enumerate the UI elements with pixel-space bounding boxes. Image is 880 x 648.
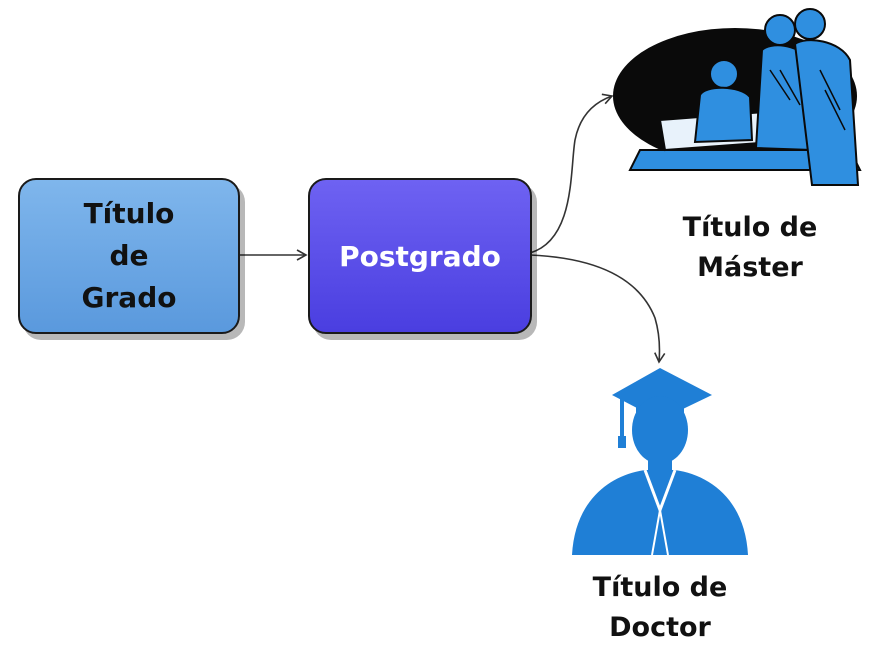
node-postgrado: Postgrado — [308, 178, 532, 334]
arrow-postgrado-to-master — [529, 93, 614, 254]
students-studying-icon — [613, 8, 862, 186]
node-titulo-de-grado: Título de Grado — [18, 178, 240, 334]
node-postgrado-label: Postgrado — [339, 239, 501, 273]
label-titulo-de-doctor: Título de Doctor — [592, 572, 728, 643]
graduate-cap-person-icon — [572, 368, 748, 556]
label-titulo-de-master: Título de Máster — [682, 212, 818, 283]
node-titulo-de-grado-label: Título de Grado — [81, 197, 177, 314]
arrow-postgrado-to-doctor — [529, 254, 666, 364]
